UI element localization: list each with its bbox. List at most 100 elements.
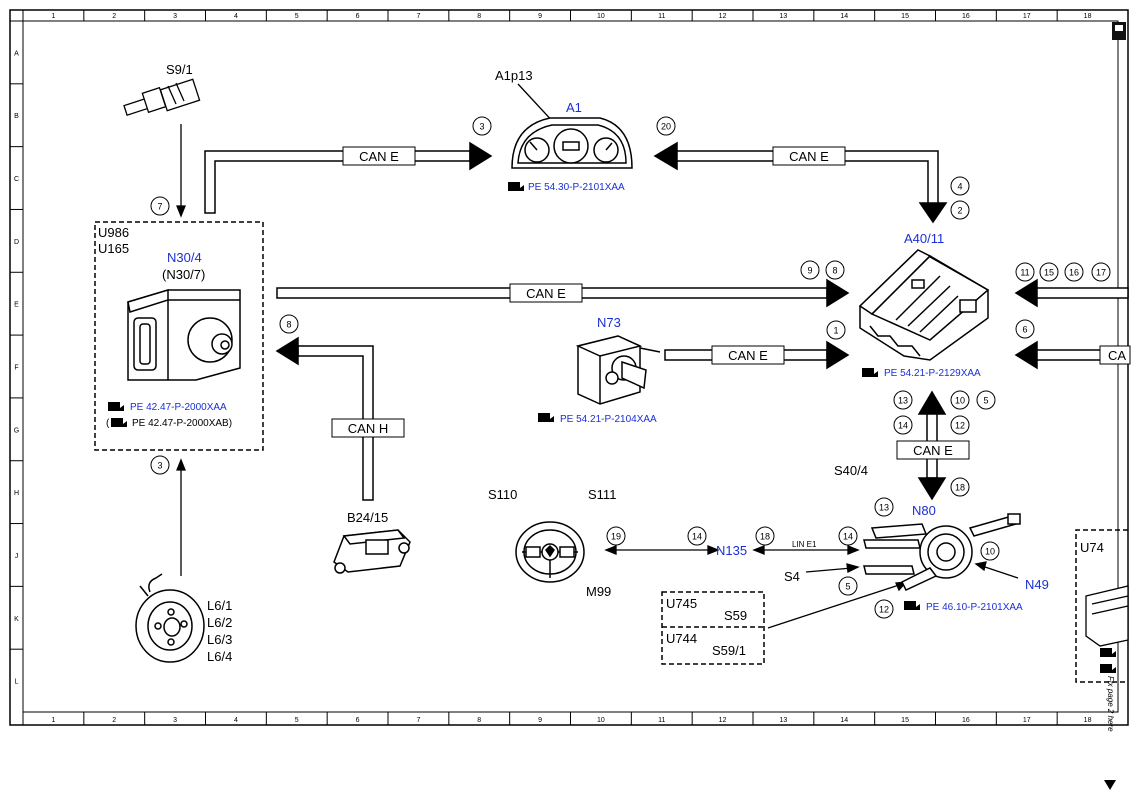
grid-col-label: 2	[112, 717, 116, 724]
callout-number: 10	[985, 547, 995, 557]
callout-circle	[826, 320, 846, 340]
ref-n49-link[interactable]: PE 46.10-P-2101XAA	[904, 601, 1023, 613]
grid-row-label: G	[14, 427, 19, 434]
grid-col-label: 13	[780, 717, 788, 724]
corner-marker-icon	[1112, 22, 1126, 40]
grid-row-label: B	[14, 113, 19, 120]
label-a1p13: A1p13	[495, 68, 533, 83]
ref-n73-link[interactable]: PE 54.21-P-2104XAA	[538, 413, 657, 425]
label-n30-7: (N30/7)	[162, 267, 205, 282]
bus-label-can-h: CAN H	[348, 421, 388, 436]
callout-number: 9	[807, 266, 812, 276]
bus-label-can-e-3: CAN E	[526, 286, 566, 301]
callout-circle	[800, 260, 820, 280]
label-s110: S110	[488, 487, 517, 502]
label-l6-1: L6/1	[207, 598, 232, 613]
esp-module-n30-4-icon	[127, 288, 241, 381]
grid-col-label: 17	[1023, 717, 1031, 724]
callout-circle	[687, 526, 707, 546]
ref-n49: PE 46.10-P-2101XAA	[926, 602, 1023, 613]
document-ref-icon	[538, 413, 554, 422]
document-ref-icon	[108, 402, 124, 411]
callout-number: 10	[955, 396, 965, 406]
callout-number: 14	[843, 532, 853, 542]
bus-lines	[204, 141, 1129, 501]
grid-col-label: 16	[962, 717, 970, 724]
ref-n30-link-1[interactable]: PE 42.47-P-2000XAA	[108, 402, 227, 413]
grid-col-label: 6	[356, 13, 360, 20]
label-s9-1: S9/1	[166, 62, 193, 77]
grid-col-label: 13	[780, 13, 788, 20]
callout-number: 13	[898, 396, 908, 406]
sensor-b24-15-icon	[333, 529, 411, 574]
callout-number: 11	[1020, 268, 1029, 278]
label-line-e1: LIN E1	[792, 540, 817, 549]
callout-circle	[874, 599, 894, 619]
document-ref-icon	[508, 182, 524, 191]
grid-row-label: A	[14, 50, 19, 57]
sensor-s9-1-icon	[123, 78, 201, 116]
grid-row-label: J	[15, 553, 19, 560]
signal-arrows	[176, 83, 1019, 629]
ref-a1-link[interactable]: PE 54.30-P-2101XAA	[508, 182, 625, 193]
callout-circle	[279, 314, 299, 334]
label-n49: N49	[1025, 577, 1049, 592]
label-u986: U986	[98, 225, 129, 240]
bus-labels: CAN E CAN E CAN E CAN E CA CAN H CAN E	[331, 146, 1131, 460]
label-u165: U165	[98, 241, 129, 256]
label-b24-15: B24/15	[347, 510, 388, 525]
label-u745: U745	[666, 596, 697, 611]
grid-col-label: 14	[840, 13, 848, 20]
instrument-cluster-a1-icon	[511, 117, 633, 169]
bus-label-can-e-partial: CA	[1108, 348, 1126, 363]
callout-circle	[980, 541, 1000, 561]
grid-row-label: E	[14, 302, 19, 309]
grid-col-label: 10	[597, 717, 605, 724]
grid-row-label: D	[14, 239, 19, 246]
callout-circle	[950, 176, 970, 196]
document-ref-icon	[1100, 648, 1116, 657]
callout-circle	[838, 526, 858, 546]
label-s40-4: S40/4	[834, 463, 868, 478]
callout-circle	[656, 116, 676, 136]
callout-circle	[606, 526, 626, 546]
callout-number: 8	[832, 266, 837, 276]
grid-col-label: 9	[538, 717, 542, 724]
callout-number: 20	[661, 122, 671, 132]
ref-n30-link-2[interactable]: ( PE 42.47-P-2000XAB)	[106, 418, 232, 429]
grid-col-label: 3	[173, 717, 177, 724]
callout-number: 12	[879, 605, 889, 615]
ref-a1: PE 54.30-P-2101XAA	[528, 182, 625, 193]
document-ref-icon	[862, 368, 878, 377]
grid-col-label: 9	[538, 13, 542, 20]
ref-n73: PE 54.21-P-2104XAA	[560, 414, 657, 425]
grid-col-label: 14	[840, 717, 848, 724]
callout-circle	[893, 390, 913, 410]
callout-circle	[825, 260, 845, 280]
label-n30-4: N30/4	[167, 250, 202, 265]
callout-number: 13	[879, 503, 889, 513]
grid-col-label: 15	[901, 13, 909, 20]
callout-circle	[755, 526, 775, 546]
callout-number: 1	[833, 326, 838, 336]
page-arrow-icon	[1104, 780, 1116, 790]
grid-col-label: 2	[112, 13, 116, 20]
callout-circle	[950, 415, 970, 435]
grid-col-label: 12	[719, 717, 727, 724]
label-l6-3: L6/3	[207, 632, 232, 647]
label-s111: S111	[588, 487, 616, 502]
ref-a40: PE 54.21-P-2129XAA	[884, 368, 981, 379]
callout-circle	[1064, 262, 1084, 282]
component-labels: S9/1 A1p13 A1 U986 U165 N30/4 (N30/7) A4…	[98, 62, 1116, 790]
ref-a40-link[interactable]: PE 54.21-P-2129XAA	[862, 368, 981, 379]
u74-group-box	[1075, 529, 1128, 683]
grid-col-label: 5	[295, 717, 299, 724]
callout-circle	[838, 576, 858, 596]
callout-circle	[150, 196, 170, 216]
callout-number: 16	[1069, 268, 1079, 278]
steering-wheel-icon	[515, 521, 585, 583]
n30-group-box	[94, 221, 264, 451]
grid-col-label: 4	[234, 13, 238, 20]
grid-col-label: 6	[356, 717, 360, 724]
